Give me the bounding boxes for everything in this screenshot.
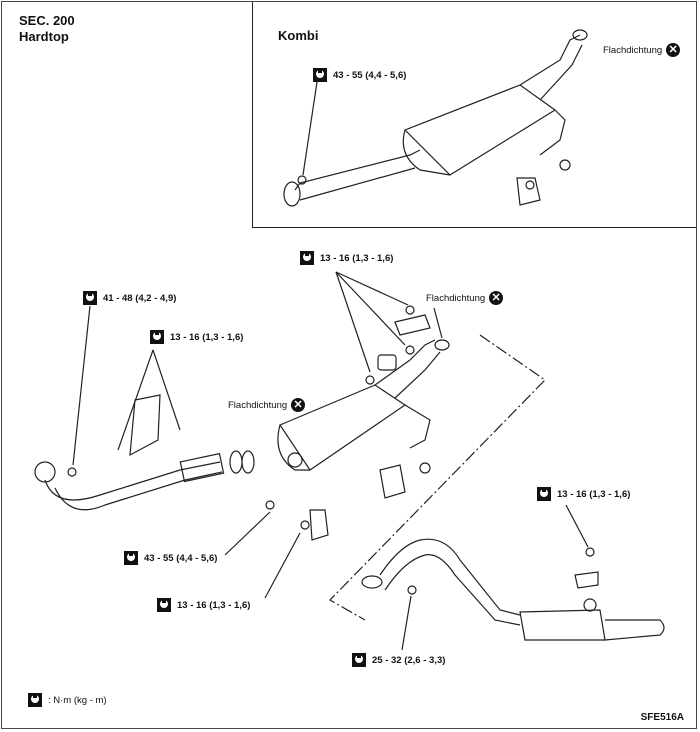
torque-callout-joint: 43 - 55 (4,4 - 5,6): [124, 551, 217, 565]
torque-callout-bracket: 13 - 16 (1,3 - 1,6): [150, 330, 243, 344]
section-divider: [329, 334, 546, 621]
gasket-label: Flachdichtung: [426, 292, 486, 304]
torque-wrench-icon: [83, 291, 97, 305]
gasket-label: Flachdichtung: [603, 44, 663, 56]
figure-code: SFE516A: [640, 712, 684, 723]
torque-value: 43 - 55 (4,4 - 5,6): [144, 552, 218, 564]
gasket-callout-front: Flachdichtung ✕: [228, 398, 306, 412]
rear-muffler: [361, 504, 665, 651]
torque-value: 13 - 16 (1,3 - 1,6): [177, 599, 251, 611]
kombi-nut: [297, 175, 307, 185]
variant-label: Hardtop: [19, 29, 69, 44]
section-number: SEC. 200: [19, 13, 75, 28]
torque-callout-hanger: 13 - 16 (1,3 - 1,6): [157, 598, 250, 612]
rear-silencer: [519, 609, 606, 641]
gasket-callout-center: Flachdichtung ✕: [426, 291, 504, 305]
torque-wrench-icon: [124, 551, 138, 565]
replace-x-icon: ✕: [489, 291, 504, 305]
torque-value: 13 - 16 (1,3 - 1,6): [320, 252, 394, 264]
replace-x-icon: ✕: [666, 43, 681, 57]
replace-x-icon: ✕: [291, 398, 306, 412]
gasket-label: Flachdichtung: [228, 399, 288, 411]
torque-wrench-icon: [537, 487, 551, 501]
torque-wrench-icon: [28, 693, 42, 707]
unit-label: : N·m (kg - m): [48, 694, 107, 706]
torque-callout-rear-mount: 13 - 16 (1,3 - 1,6): [537, 487, 630, 501]
torque-value: 13 - 16 (1,3 - 1,6): [170, 331, 244, 343]
rear-joint-nut: [407, 585, 417, 595]
kombi-muffler: [283, 29, 588, 207]
torque-wrench-icon: [352, 653, 366, 667]
torque-value: 13 - 16 (1,3 - 1,6): [557, 488, 631, 500]
kombi-title: Kombi: [278, 28, 319, 43]
front-gasket: [229, 450, 243, 474]
torque-wrench-icon: [300, 251, 314, 265]
torque-wrench-icon: [313, 68, 327, 82]
section-title: SEC. 200 Hardtop: [19, 13, 75, 45]
catalyst: [179, 452, 225, 483]
torque-value: 25 - 32 (2,6 - 3,3): [372, 654, 446, 666]
kombi-flange: [283, 181, 301, 207]
center-muffler: [224, 271, 450, 599]
torque-callout-rear-joint: 25 - 32 (2,6 - 3,3): [352, 653, 445, 667]
kombi-inset-frame: [252, 2, 696, 228]
torque-callout-center-mount: 13 - 16 (1,3 - 1,6): [300, 251, 393, 265]
center-hanger: [379, 464, 406, 499]
torque-wrench-icon: [157, 598, 171, 612]
center-gasket-ring: [434, 339, 450, 351]
kombi-gasket-ring: [572, 29, 588, 41]
gasket-callout-kombi: Flachdichtung ✕: [603, 43, 681, 57]
unit-legend: : N·m (kg - m): [28, 693, 107, 707]
torque-callout-kombi: 43 - 55 (4,4 - 5,6): [313, 68, 406, 82]
torque-wrench-icon: [150, 330, 164, 344]
front-nut: [67, 467, 77, 477]
front-bracket: [129, 394, 161, 457]
torque-value: 43 - 55 (4,4 - 5,6): [333, 69, 407, 81]
joint-nut: [265, 500, 275, 510]
torque-callout-front-pipe: 41 - 48 (4,2 - 4,9): [83, 291, 176, 305]
front-pipe: [34, 305, 255, 511]
torque-value: 41 - 48 (4,2 - 4,9): [103, 292, 177, 304]
